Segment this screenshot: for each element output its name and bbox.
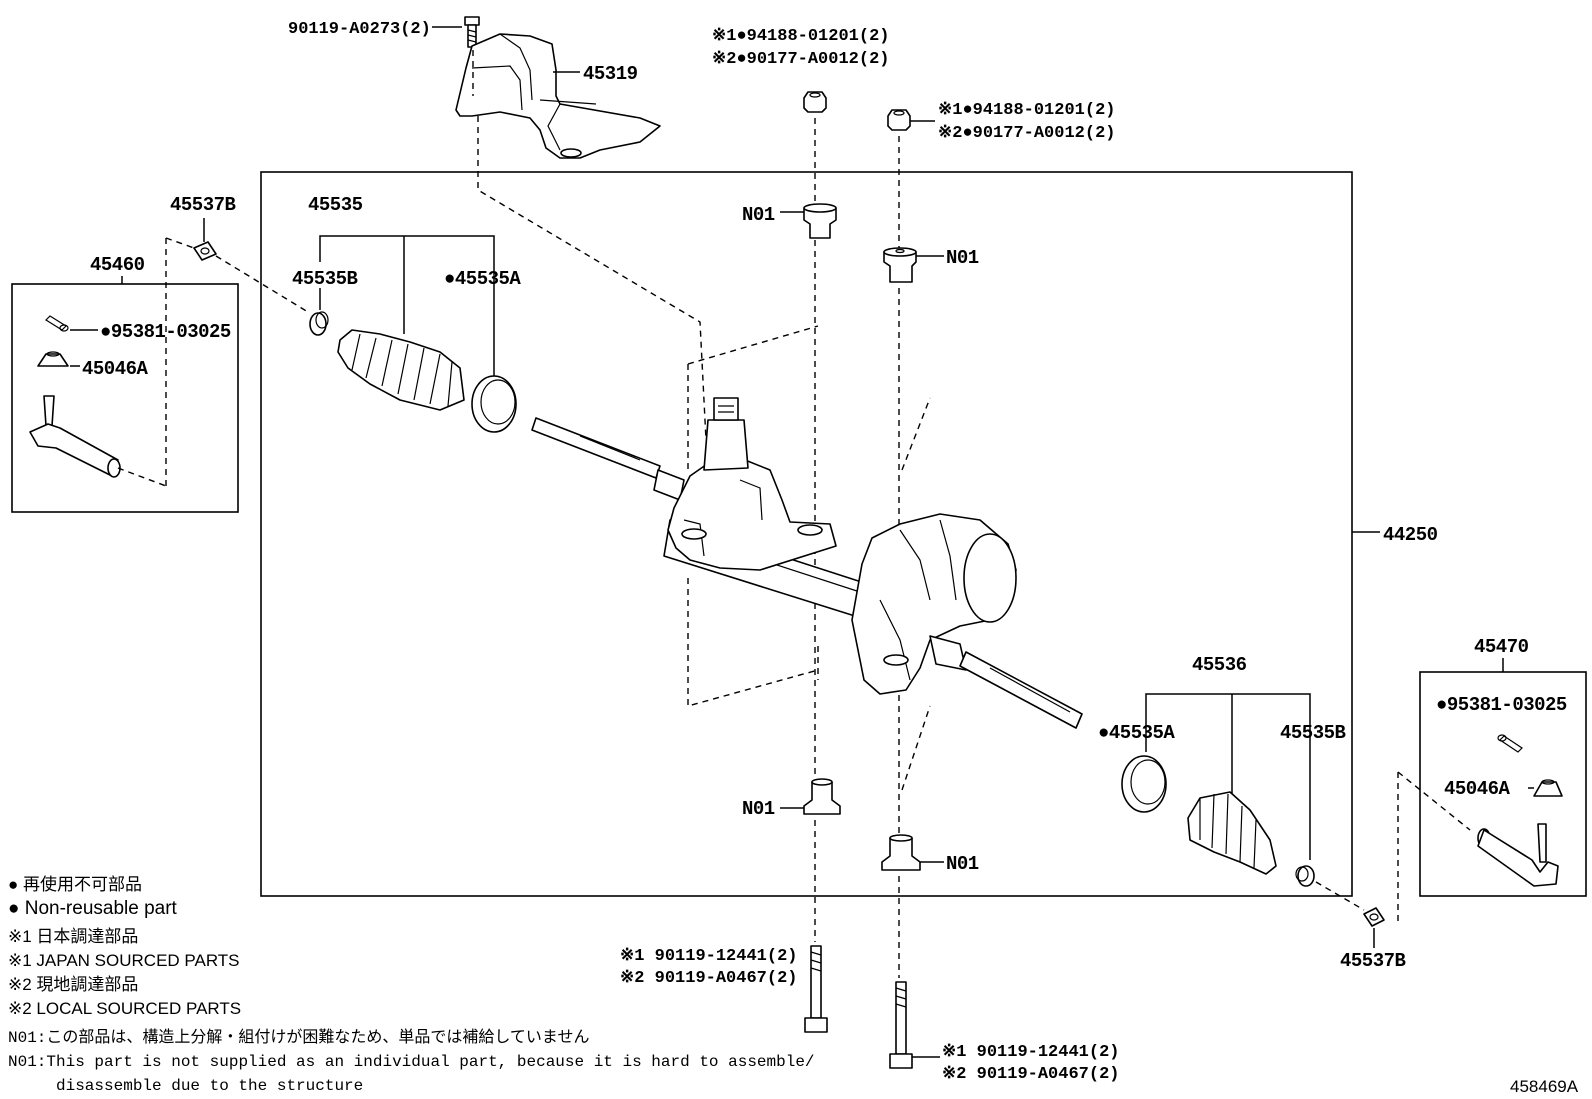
left-bush-icon [193,241,217,261]
legend-n01-en-2: disassemble due to the structure [56,1077,363,1095]
legend-note2-jp: ※2 現地調達部品 [8,975,138,994]
collar-n01-upper-left [803,203,837,239]
right-castle-nut-icon [1533,779,1563,797]
left-clamp-b-part-number: 45535B [292,268,358,290]
right-large-clamp-icon [1121,755,1167,813]
left-tie-rod-end-box [11,283,239,513]
left-castle-nut-part-number: 45046A [82,358,149,380]
collar-n01-lower-right [881,834,921,871]
collar-n01-lower-left [803,778,841,815]
legend-nonreusable-jp: ● 再使用不可部品 [8,874,142,894]
left-tie-rod-end-part-number: 45460 [90,254,145,276]
bolt-right-spec-2: ※2 90119-A0467(2) [942,1065,1119,1084]
legend-n01-en-1: N01:This part is not supplied as an indi… [8,1053,815,1071]
heat-shield-icon [455,33,661,159]
shield-part-number: 45319 [583,63,638,85]
right-small-clamp-icon [1295,865,1315,887]
left-bush-part-number: 45537B [170,194,236,216]
right-boot-kit-part-number: 45536 [1192,654,1247,676]
right-tie-rod-end-part-number: 45470 [1474,636,1529,658]
steering-rack-gear-icon [531,397,1083,729]
legend-nonreusable-en: ● Non-reusable part [8,898,178,919]
right-bush-icon [1363,907,1385,927]
legend-note2-en: ※2 LOCAL SOURCED PARTS [8,999,241,1018]
legend-note1-jp: ※1 日本調達部品 [8,927,138,946]
right-tie-rod-end-icon [1477,823,1559,887]
nut-right-spec-1: ※1●94188-01201(2) [938,101,1115,120]
assembly-part-number: 44250 [1383,524,1438,546]
nut-left-spec-1: ※1●94188-01201(2) [712,27,889,46]
legend-note1-en: ※1 JAPAN SOURCED PARTS [8,951,240,970]
diagram-id: 458469A [1510,1077,1579,1096]
left-cotter-pin-icon [45,315,69,332]
left-castle-nut-icon [37,351,69,367]
left-boot-kit-part-number: 45535 [308,194,363,216]
right-dust-boot-icon [1187,791,1277,875]
left-cotter-pin-part-number: ●95381-03025 [100,321,231,343]
collar-n01-upper-right [883,247,917,283]
left-large-clamp-icon [471,375,517,433]
nut-left-icon [803,91,827,113]
right-clamp-b-part-number: 45535B [1280,722,1346,744]
left-tie-rod-end-icon [29,395,121,478]
n01-label-upper-right: N01 [946,247,979,269]
right-cotter-pin-icon [1497,734,1523,753]
n01-label-lower-left: N01 [742,798,775,820]
assembly-frame [260,171,1353,897]
top-bolt-icon [464,16,480,48]
bolt-right-icon [889,981,913,1069]
right-castle-nut-part-number: 45046A [1444,778,1511,800]
bolt-right-spec-1: ※1 90119-12441(2) [942,1043,1119,1062]
bolt-left-spec-1: ※1 90119-12441(2) [620,947,797,966]
left-dust-boot-icon [337,329,465,411]
nut-right-spec-2: ※2●90177-A0012(2) [938,124,1115,143]
left-small-clamp-icon [309,311,329,336]
right-bush-part-number: 45537B [1340,950,1406,972]
legend-n01-jp: N01:この部品は、構造上分解・組付けが困難なため、単品では補給していません [8,1028,589,1047]
n01-label-lower-right: N01 [946,853,979,875]
bolt-left-spec-2: ※2 90119-A0467(2) [620,969,797,988]
top-bolt-part-number: 90119-A0273(2) [288,20,431,39]
nut-left-spec-2: ※2●90177-A0012(2) [712,50,889,69]
right-clamp-a-part-number: ●45535A [1098,722,1175,744]
bolt-left-icon [804,945,828,1033]
right-cotter-pin-part-number: ●95381-03025 [1436,694,1567,716]
nut-right-icon [887,109,911,131]
left-clamp-a-part-number: ●45535A [444,268,521,290]
n01-label-upper-left: N01 [742,204,775,226]
